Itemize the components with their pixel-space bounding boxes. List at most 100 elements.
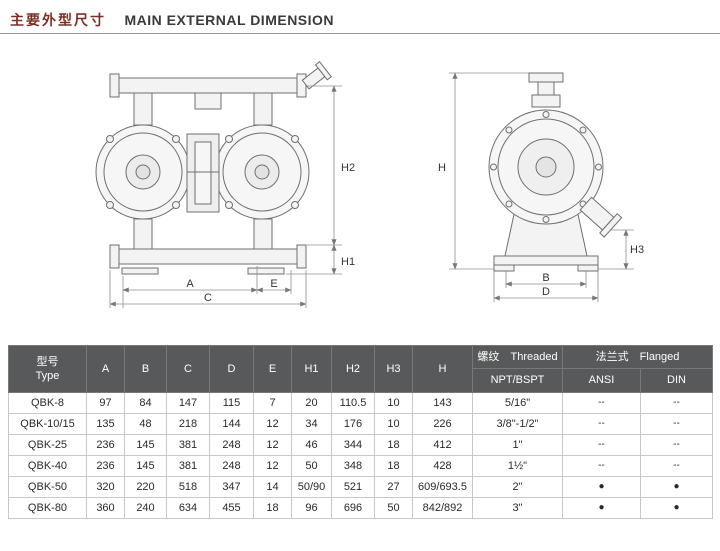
cell-a: 97 [86,391,125,414]
cell-ansi: -- [562,433,641,456]
col-header-a: A [86,345,125,393]
table-row: QBK-80 360 240 634 455 18 96 696 50 842/… [8,496,714,519]
cell-h1: 50 [291,454,332,477]
cell-ansi: ● [562,475,641,498]
cell-h2: 176 [331,412,375,435]
table-row: QBK-25 236 145 381 248 12 46 344 18 412 … [8,433,714,456]
cell-b: 240 [124,496,167,519]
front-view-drawing [95,61,332,275]
col-header-h2: H2 [331,345,375,393]
cell-c: 147 [166,391,210,414]
cell-h3: 27 [374,475,413,498]
cell-ansi: -- [562,391,641,414]
cell-a: 320 [86,475,125,498]
dimension-table: 型号 Type A B C D E H1 H2 H3 H 螺纹 Threaded… [8,344,714,519]
col-header-e: E [253,345,292,393]
col-header-h: H [412,345,473,393]
cell-h: 412 [412,433,473,456]
cell-type: QBK-8 [8,391,87,414]
col-header-threaded-en: Threaded [510,351,558,363]
col-header-ansi: ANSI [562,368,641,393]
cell-a: 236 [86,433,125,456]
table-row: QBK-50 320 220 518 347 14 50/90 521 27 6… [8,475,714,498]
cell-din: -- [639,412,714,435]
cell-ansi: -- [562,454,641,477]
cell-b: 145 [124,433,167,456]
col-header-npt-bspt: NPT/BSPT [472,368,563,393]
cell-d: 455 [209,496,254,519]
cell-din: -- [639,433,714,456]
cell-type: QBK-25 [8,433,87,456]
cell-din: ● [639,475,714,498]
cell-e: 12 [253,412,292,435]
col-header-type: 型号 Type [8,345,87,393]
table-row: QBK-8 97 84 147 115 7 20 110.5 10 143 5/… [8,391,714,414]
cell-h2: 521 [331,475,375,498]
col-header-flanged-en: Flanged [639,351,680,363]
cell-h: 143 [412,391,473,414]
cell-h2: 696 [331,496,375,519]
col-header-d: D [209,345,254,393]
cell-h1: 96 [291,496,332,519]
dim-label-h2: H2 [341,162,355,174]
cell-a: 236 [86,454,125,477]
header-row-1: 型号 Type A B C D E H1 H2 H3 H 螺纹 Threaded… [8,344,714,393]
cell-h1: 50/90 [291,475,332,498]
cell-npt: 3/8"-1/2" [472,412,563,435]
title-divider [0,33,720,34]
cell-d: 144 [209,412,254,435]
cell-npt: 1½" [472,454,563,477]
cell-d: 248 [209,454,254,477]
cell-c: 381 [166,454,210,477]
cell-npt: 1" [472,433,563,456]
table-row: QBK-10/15 135 48 218 144 12 34 176 10 22… [8,412,714,435]
cell-d: 115 [209,391,254,414]
cell-type: QBK-10/15 [8,412,87,435]
col-header-flanged: 法兰式 Flanged [561,344,714,370]
header-row-2: NPT/BSPT ANSI DIN [9,368,714,393]
cell-din: -- [639,391,714,414]
cell-h3: 10 [374,391,413,414]
col-header-h1: H1 [291,345,332,393]
col-header-c: C [166,345,210,393]
cell-h: 609/693.5 [412,475,473,498]
cell-npt: 2" [472,475,563,498]
cell-e: 12 [253,454,292,477]
dim-label-e: E [270,278,277,290]
cell-din: ● [639,496,714,519]
cell-c: 381 [166,433,210,456]
cell-h3: 50 [374,496,413,519]
cell-h: 842/892 [412,496,473,519]
cell-type: QBK-40 [8,454,87,477]
cell-h2: 348 [331,454,375,477]
col-header-threaded-zh: 螺纹 [477,351,500,363]
table-row: QBK-40 236 145 381 248 12 50 348 18 428 … [8,454,714,477]
cell-a: 135 [86,412,125,435]
dim-label-h3: H3 [630,244,644,256]
col-header-b: B [124,345,167,393]
cell-e: 7 [253,391,292,414]
page-title-zh: 主要外型尺寸 [10,12,106,28]
cell-c: 634 [166,496,210,519]
cell-c: 518 [166,475,210,498]
cell-type: QBK-50 [8,475,87,498]
cell-e: 14 [253,475,292,498]
cell-h1: 34 [291,412,332,435]
cell-h2: 110.5 [331,391,375,414]
cell-d: 347 [209,475,254,498]
cell-type: QBK-80 [8,496,87,519]
col-header-flanged-zh: 法兰式 [595,351,629,363]
pump-drawings: H2 H1 A E C [95,61,644,308]
cell-h3: 18 [374,433,413,456]
cell-b: 48 [124,412,167,435]
cell-h1: 20 [291,391,332,414]
cell-npt: 3" [472,496,563,519]
cell-b: 145 [124,454,167,477]
cell-h3: 18 [374,454,413,477]
col-header-type-zh: 型号 [36,355,59,368]
cell-npt: 5/16" [472,391,563,414]
cell-d: 248 [209,433,254,456]
cell-b: 220 [124,475,167,498]
cell-h: 226 [412,412,473,435]
